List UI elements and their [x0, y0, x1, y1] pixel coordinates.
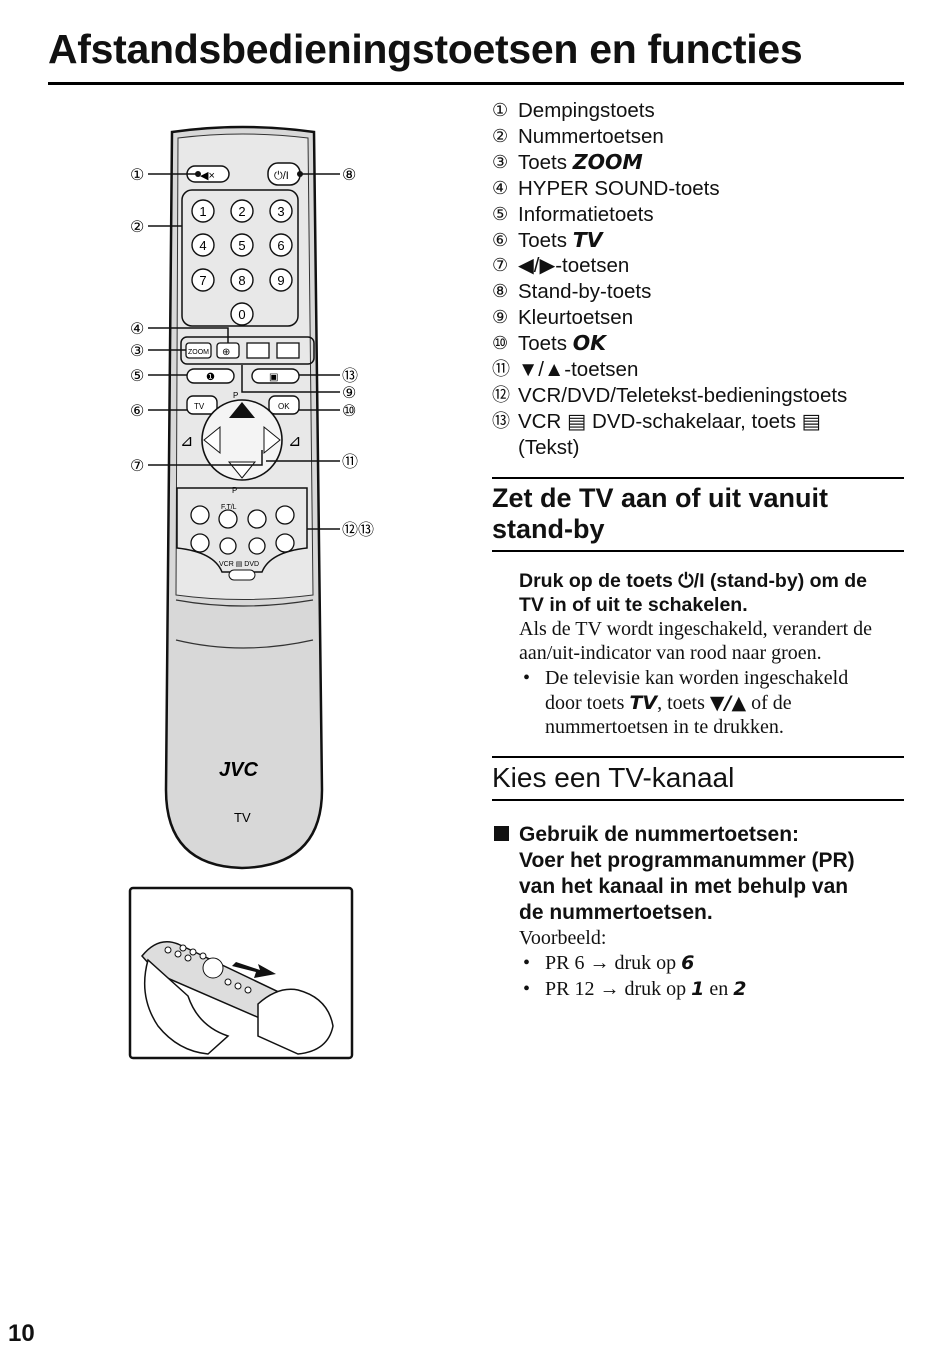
callout-9: ⑨	[342, 385, 356, 402]
title-divider	[48, 82, 904, 85]
key-8: 8	[238, 273, 245, 288]
page-title: Afstandsbedieningstoetsen en functies	[48, 26, 803, 72]
p-up-label: P	[233, 391, 238, 400]
legend-item: ⑦◀/▶-toetsen	[492, 254, 630, 278]
power-label: ⏻/I	[274, 170, 289, 182]
key-1: 1	[199, 204, 206, 219]
callout-13: ⑬	[342, 367, 358, 385]
section-divider	[492, 550, 904, 552]
callout-2: ②	[130, 219, 144, 236]
colour-button-2	[276, 342, 300, 359]
colour-button-1	[246, 342, 270, 359]
callout-11: ⑪	[342, 453, 358, 471]
key-6: 6	[277, 238, 284, 253]
callout-12-13: ⑫⑬	[342, 521, 374, 539]
page-number: 10	[8, 1320, 35, 1347]
ok-button	[268, 395, 300, 415]
section-divider	[492, 477, 904, 479]
jvc-logo: JVC	[219, 759, 258, 781]
key-5: 5	[238, 238, 245, 253]
example-bullet-2: •PR 12 → druk op 1 en 2	[523, 978, 747, 1000]
legend-item: ⑪▼/▲-toetsen	[492, 358, 639, 382]
callout-3: ③	[130, 343, 144, 360]
standby-body: Als de TV wordt ingeschakeld, verandert …	[519, 618, 873, 664]
example-bullet-1: •PR 6 → druk op 6	[523, 952, 695, 974]
ok-key-label: OK	[278, 402, 290, 411]
key-7: 7	[199, 273, 206, 288]
vcr-dvd-label: VCR ▤ DVD	[219, 561, 259, 568]
section-heading-channel: Kies een TV-kanaal	[492, 762, 735, 793]
vcr-dvd-panel	[176, 487, 308, 573]
callout-5: ⑤	[130, 368, 144, 385]
numpad-keys: 1 2 3 4 5 6 7 8 9 0	[191, 199, 293, 326]
battery-cover-illustration	[128, 886, 354, 1060]
svg-text:❶: ❶	[206, 372, 215, 383]
key-2: 2	[238, 204, 245, 219]
callout-8: ⑧	[342, 167, 356, 184]
svg-text:▣: ▣	[269, 372, 278, 383]
callout-1: ①	[130, 167, 144, 184]
p-down-label: P	[232, 486, 237, 495]
key-3: 3	[277, 204, 284, 219]
ftl-label: F.T/L	[221, 504, 237, 511]
callout-10: ⑩	[342, 403, 356, 420]
zoom-key-label: ZOOM	[188, 349, 209, 356]
key-4: 4	[199, 238, 206, 253]
section-divider	[492, 799, 904, 801]
svg-text:◀×: ◀×	[200, 170, 215, 182]
remote-model-label: TV	[234, 810, 251, 825]
tv-key-label: TV	[194, 402, 205, 411]
numpad-frame	[181, 189, 299, 327]
svg-text:⊕: ⊕	[222, 347, 230, 358]
key-9: 9	[277, 273, 284, 288]
section-divider	[492, 756, 904, 758]
remote-control-illustration: ◀× ⏻/I 1 2 3 4 5 6 7 8 9 0 ZOOM ⊕ ❶ ▣ P …	[130, 125, 374, 870]
info-button	[186, 368, 235, 384]
callout-4: ④	[130, 321, 144, 338]
text-button	[251, 368, 300, 384]
svg-text:⊿: ⊿	[180, 433, 193, 450]
callout-7: ⑦	[130, 458, 144, 475]
example-label: Voorbeeld:	[519, 927, 607, 949]
square-bullet-icon	[494, 826, 509, 841]
key-0: 0	[238, 307, 245, 322]
channel-instruction: Gebruik de nummertoetsen: Voer het progr…	[519, 823, 855, 924]
callout-6: ⑥	[130, 403, 144, 420]
svg-text:⊿: ⊿	[288, 433, 301, 450]
tv-button	[186, 395, 218, 415]
